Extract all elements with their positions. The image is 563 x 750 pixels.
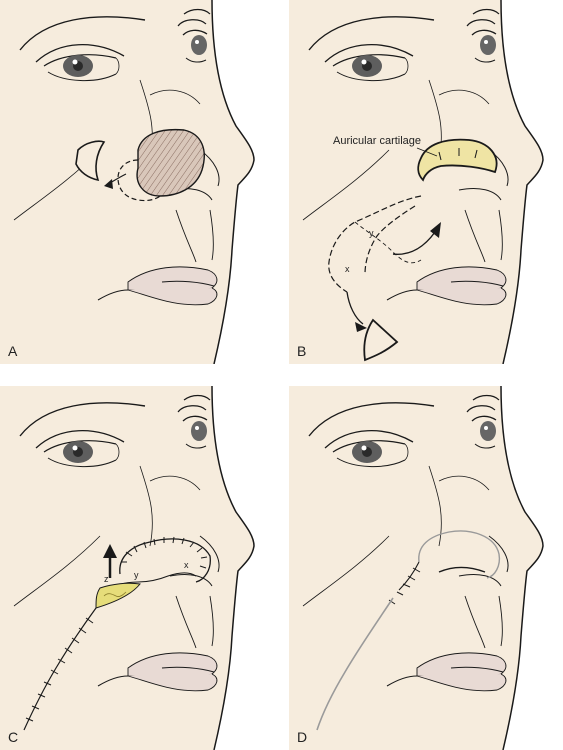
marker-y: y bbox=[369, 228, 374, 238]
auricular-cartilage-graft bbox=[417, 138, 498, 182]
arrow-head-icon bbox=[430, 222, 441, 238]
arrow-up-icon bbox=[103, 544, 117, 558]
panel-c: z y x C bbox=[0, 386, 274, 750]
arrow-head-icon bbox=[104, 179, 113, 189]
panel-b: Auricular cartilage x y B bbox=[289, 0, 563, 364]
alar-defect bbox=[136, 128, 205, 197]
excised-segment bbox=[75, 140, 106, 182]
arrow-head-icon bbox=[355, 322, 367, 332]
suture-marks bbox=[121, 536, 208, 569]
marker-x: x bbox=[184, 560, 189, 570]
flap-fold-line bbox=[354, 221, 422, 264]
panel-label: D bbox=[297, 729, 307, 745]
flap-rotation-arrow bbox=[392, 231, 436, 255]
marker-y: y bbox=[134, 570, 139, 580]
panel-label: C bbox=[8, 729, 18, 745]
panel-d: D bbox=[289, 386, 563, 750]
cartilage-annotation: Auricular cartilage bbox=[333, 135, 421, 147]
panel-a: A bbox=[0, 0, 274, 364]
burow-triangle bbox=[363, 318, 399, 362]
flap-outline-inner bbox=[364, 205, 416, 275]
nasolabial-closure bbox=[23, 607, 97, 731]
panel-label: B bbox=[297, 343, 306, 359]
healed-ala-contour bbox=[418, 530, 501, 579]
graft-yellow-area bbox=[95, 582, 141, 609]
marker-x: x bbox=[345, 264, 350, 274]
flap-outline-outer bbox=[328, 195, 422, 293]
panel-label: A bbox=[8, 343, 18, 359]
suture-marks-lower bbox=[25, 617, 94, 722]
healed-nasolabial-scar bbox=[316, 597, 394, 731]
triangle-arrow-line bbox=[346, 291, 364, 325]
suture-marks bbox=[388, 567, 421, 605]
marker-z: z bbox=[104, 574, 109, 584]
